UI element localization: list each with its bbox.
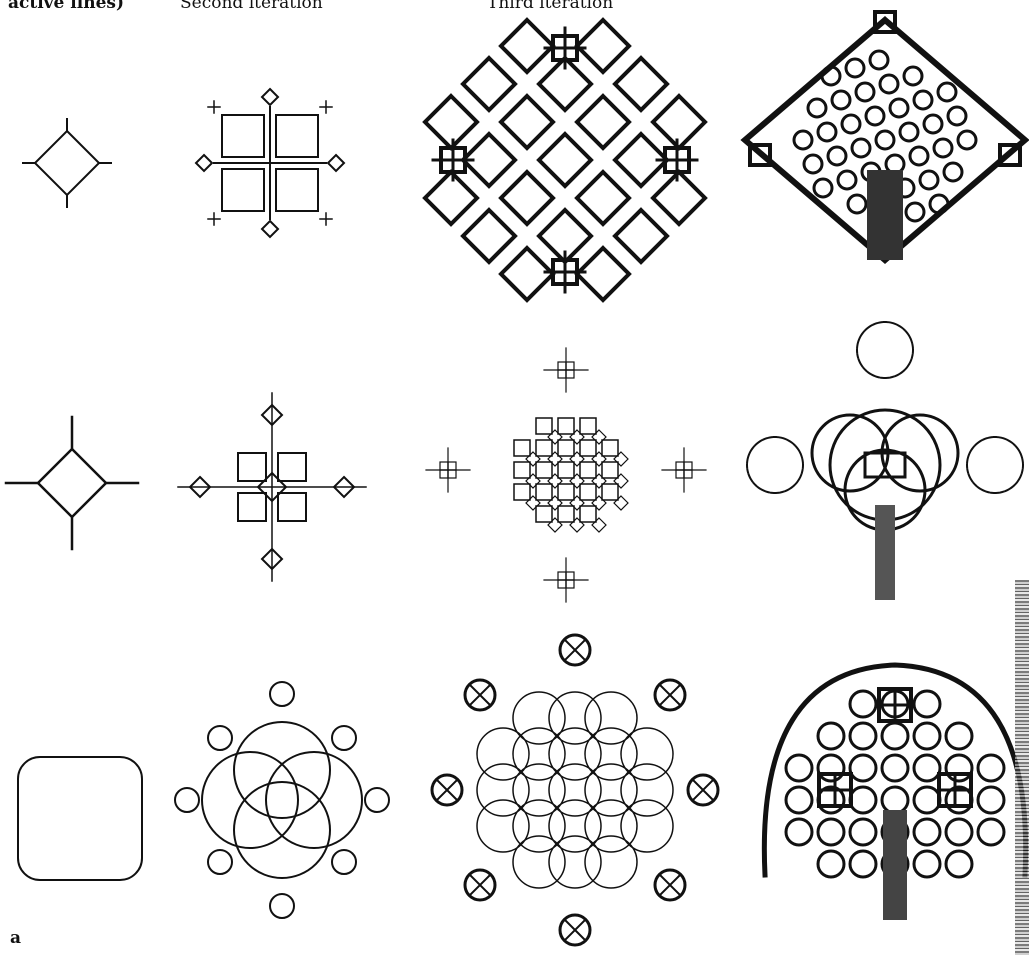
fractal-r3-c3 xyxy=(432,635,718,945)
panel-label: a xyxy=(10,928,21,948)
fractal-r3-c2 xyxy=(175,682,389,918)
fractal-r3-c1 xyxy=(18,757,142,880)
fractal-r2-c1 xyxy=(6,417,138,549)
fractal-r2-c4 xyxy=(747,322,1023,600)
page-edge-shadow xyxy=(1015,580,1029,955)
fractal-r2-c2 xyxy=(178,393,366,581)
fractal-r1-c3 xyxy=(425,20,705,300)
fractal-r3-c4 xyxy=(764,665,1025,920)
fractal-r1-c4 xyxy=(745,12,1025,260)
fractal-r2-c3 xyxy=(426,348,706,602)
fractal-r1-c1 xyxy=(23,119,111,207)
fractal-r1-c2 xyxy=(196,89,344,237)
